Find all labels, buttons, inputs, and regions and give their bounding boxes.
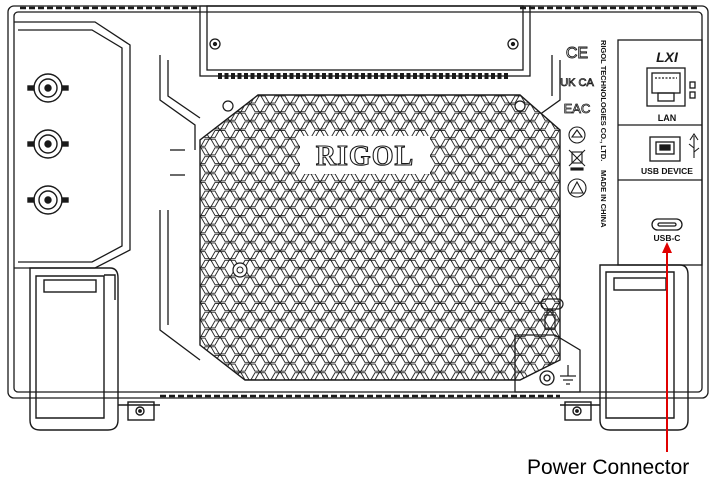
ground-icon bbox=[560, 365, 576, 385]
usb-device-port bbox=[649, 136, 681, 162]
power-connector-label: Power Connector bbox=[527, 456, 690, 479]
svg-text:LXI: LXI bbox=[656, 49, 679, 65]
kensington-lock bbox=[540, 298, 564, 330]
bnc-connector-2 bbox=[27, 129, 69, 159]
power-connector-callout bbox=[662, 242, 672, 452]
usb-device-label: USB DEVICE bbox=[641, 166, 693, 176]
ukca-mark: UK CA bbox=[560, 77, 594, 89]
manufacturer-label-group: RIGOL TECHNOLOGIES CO., LTD. MADE IN CHI… bbox=[599, 40, 608, 228]
right-foot bbox=[560, 264, 689, 431]
usb-c-port bbox=[651, 218, 683, 231]
left-foot bbox=[29, 267, 160, 431]
io-panel bbox=[617, 39, 703, 266]
weee-bin-icon bbox=[568, 149, 586, 171]
origin-text: MADE IN CHINA bbox=[599, 170, 608, 228]
lan-label: LAN bbox=[658, 113, 677, 123]
lxi-logo: LXI bbox=[656, 49, 679, 65]
recycle-icon bbox=[568, 126, 586, 144]
top-handle bbox=[199, 5, 531, 79]
eac-mark: EAC bbox=[564, 101, 591, 116]
usb-icon bbox=[688, 133, 700, 158]
usb-c-label: USB-C bbox=[654, 233, 681, 243]
brand-logo-group: RIGOL bbox=[300, 136, 430, 174]
brand-logo: RIGOL bbox=[316, 141, 414, 172]
certification-area: CE UK CA EAC bbox=[560, 45, 595, 198]
ground-terminal-box bbox=[514, 334, 581, 393]
main-vent bbox=[199, 94, 561, 381]
warning-icon bbox=[567, 178, 587, 198]
bnc-connector-3 bbox=[27, 185, 69, 215]
manufacturer-text: RIGOL TECHNOLOGIES CO., LTD. bbox=[599, 40, 608, 161]
lan-port bbox=[646, 67, 696, 107]
ce-mark: CE bbox=[566, 45, 588, 62]
bnc-connector-1 bbox=[27, 73, 69, 103]
